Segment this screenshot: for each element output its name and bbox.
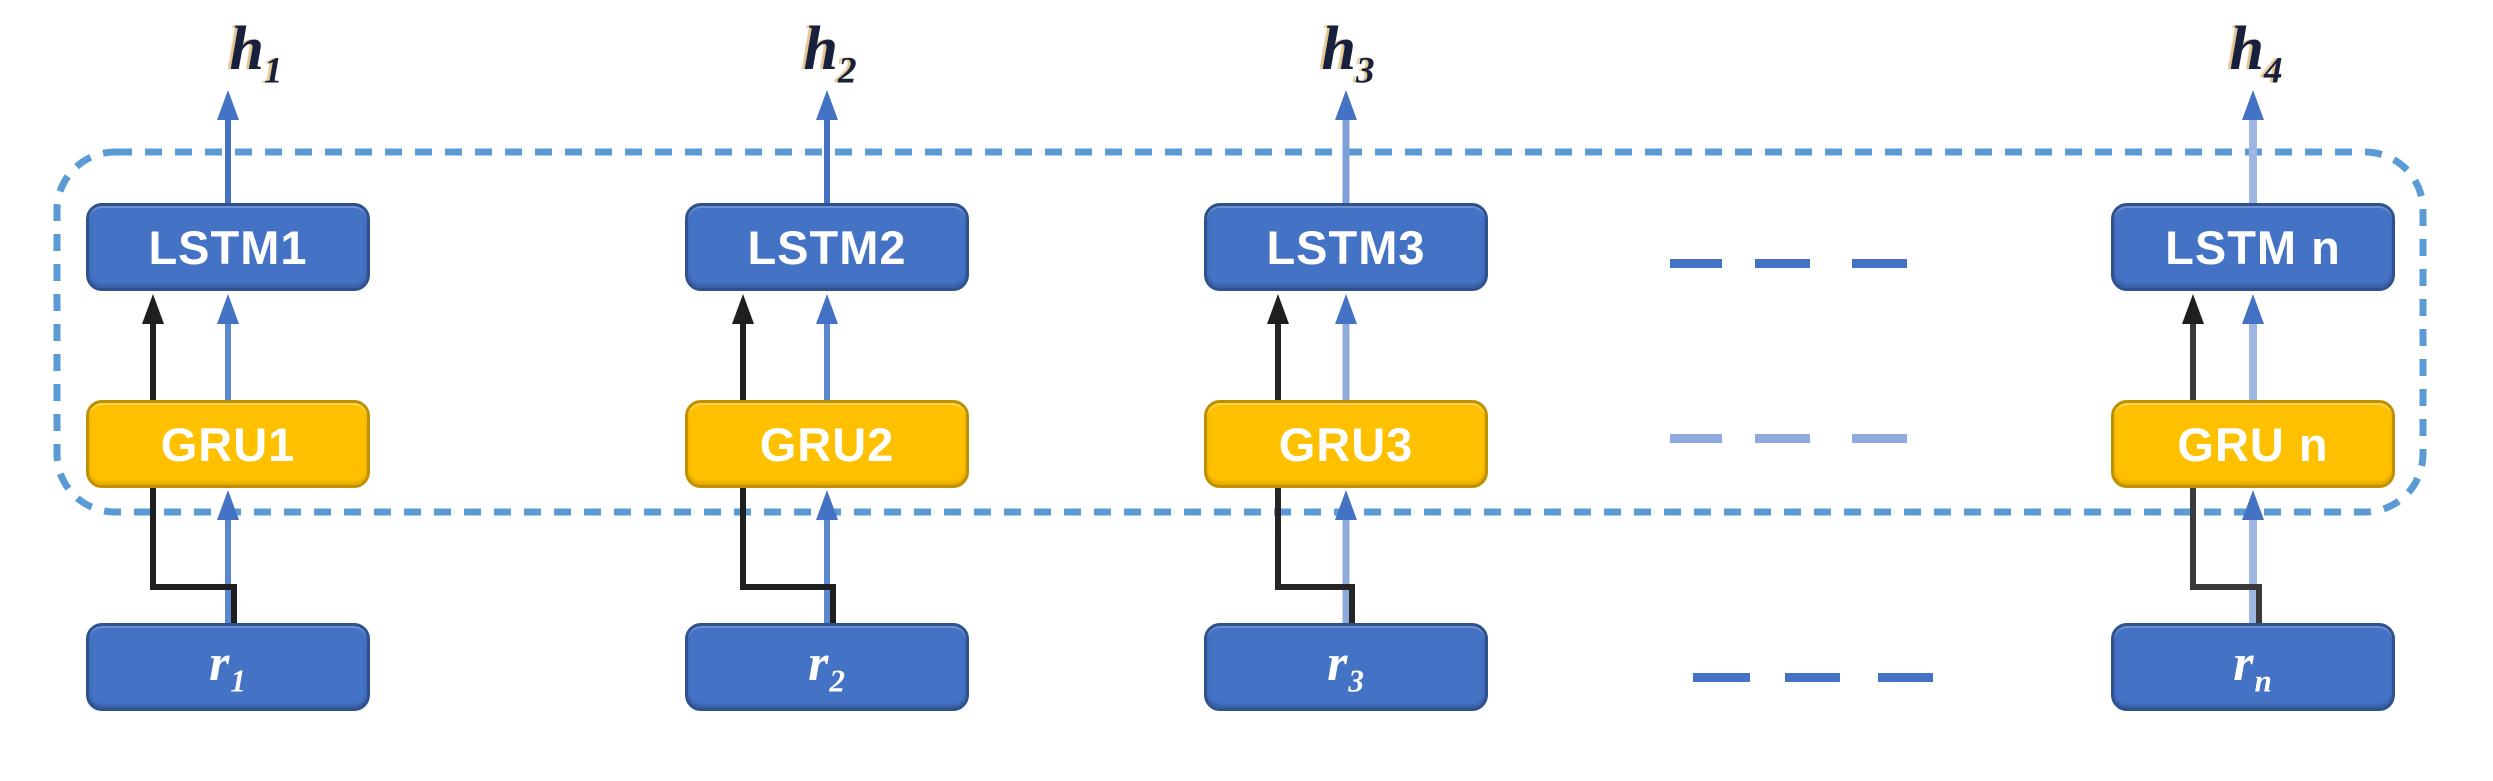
dashed-layer-boundary bbox=[53, 148, 2427, 516]
gru-n-block: GRU n bbox=[2111, 400, 2395, 488]
lstm3-block: LSTM3 bbox=[1204, 203, 1488, 291]
ellipsis-gru-row bbox=[1670, 434, 1907, 443]
column-4-arrows bbox=[2182, 90, 2264, 626]
ellipsis-dash bbox=[1852, 434, 1907, 443]
h3-label: h3 bbox=[1321, 15, 1375, 92]
gru3-block: GRU3 bbox=[1204, 400, 1488, 488]
gru1-block: GRU1 bbox=[86, 400, 370, 488]
arrowhead-icon bbox=[816, 90, 838, 120]
r3-block: r3 bbox=[1204, 623, 1488, 711]
h1-label: h1 bbox=[229, 15, 283, 92]
r2-label: r2 bbox=[808, 635, 846, 699]
arrowhead-icon bbox=[142, 294, 164, 324]
arrowhead-icon bbox=[2242, 490, 2264, 520]
lstm2-block: LSTM2 bbox=[685, 203, 969, 291]
lstm-n-block: LSTM n bbox=[2111, 203, 2395, 291]
arrowhead-icon bbox=[217, 490, 239, 520]
gru2-block: GRU2 bbox=[685, 400, 969, 488]
r2-block: r2 bbox=[685, 623, 969, 711]
arrowhead-icon bbox=[2182, 294, 2204, 324]
r-n-block: rn bbox=[2111, 623, 2395, 711]
column-2-arrows bbox=[732, 90, 838, 626]
arrowhead-icon bbox=[2242, 90, 2264, 120]
arrowhead-icon bbox=[816, 490, 838, 520]
h2-label: h2 bbox=[803, 15, 857, 92]
ellipsis-dash bbox=[1878, 673, 1933, 682]
ellipsis-dash bbox=[1755, 259, 1810, 268]
r3-label: r3 bbox=[1327, 635, 1365, 699]
ellipsis-dash bbox=[1785, 673, 1840, 682]
ellipsis-r-row bbox=[1693, 673, 1933, 682]
arrowhead-icon bbox=[1335, 490, 1357, 520]
arrowhead-icon bbox=[2242, 294, 2264, 324]
arrowhead-icon bbox=[217, 90, 239, 120]
r1-label: r1 bbox=[209, 635, 247, 699]
ellipsis-dash bbox=[1670, 434, 1722, 443]
arrowhead-icon bbox=[1335, 294, 1357, 324]
arrowhead-icon bbox=[1335, 90, 1357, 120]
column-1-arrows bbox=[142, 90, 239, 626]
arrowhead-icon bbox=[816, 294, 838, 324]
arrowhead-icon bbox=[732, 294, 754, 324]
arrowhead-icon bbox=[217, 294, 239, 324]
ellipsis-lstm-row bbox=[1670, 259, 1907, 268]
h4-label: h4 bbox=[2229, 15, 2283, 92]
r1-block: r1 bbox=[86, 623, 370, 711]
ellipsis-dash bbox=[1670, 259, 1722, 268]
ellipsis-dash bbox=[1755, 434, 1810, 443]
arrowhead-icon bbox=[1267, 294, 1289, 324]
lstm1-block: LSTM1 bbox=[86, 203, 370, 291]
r-n-label: rn bbox=[2233, 635, 2273, 699]
column-3-arrows bbox=[1267, 90, 1357, 626]
ellipsis-dash bbox=[1852, 259, 1907, 268]
ellipsis-dash bbox=[1693, 673, 1750, 682]
